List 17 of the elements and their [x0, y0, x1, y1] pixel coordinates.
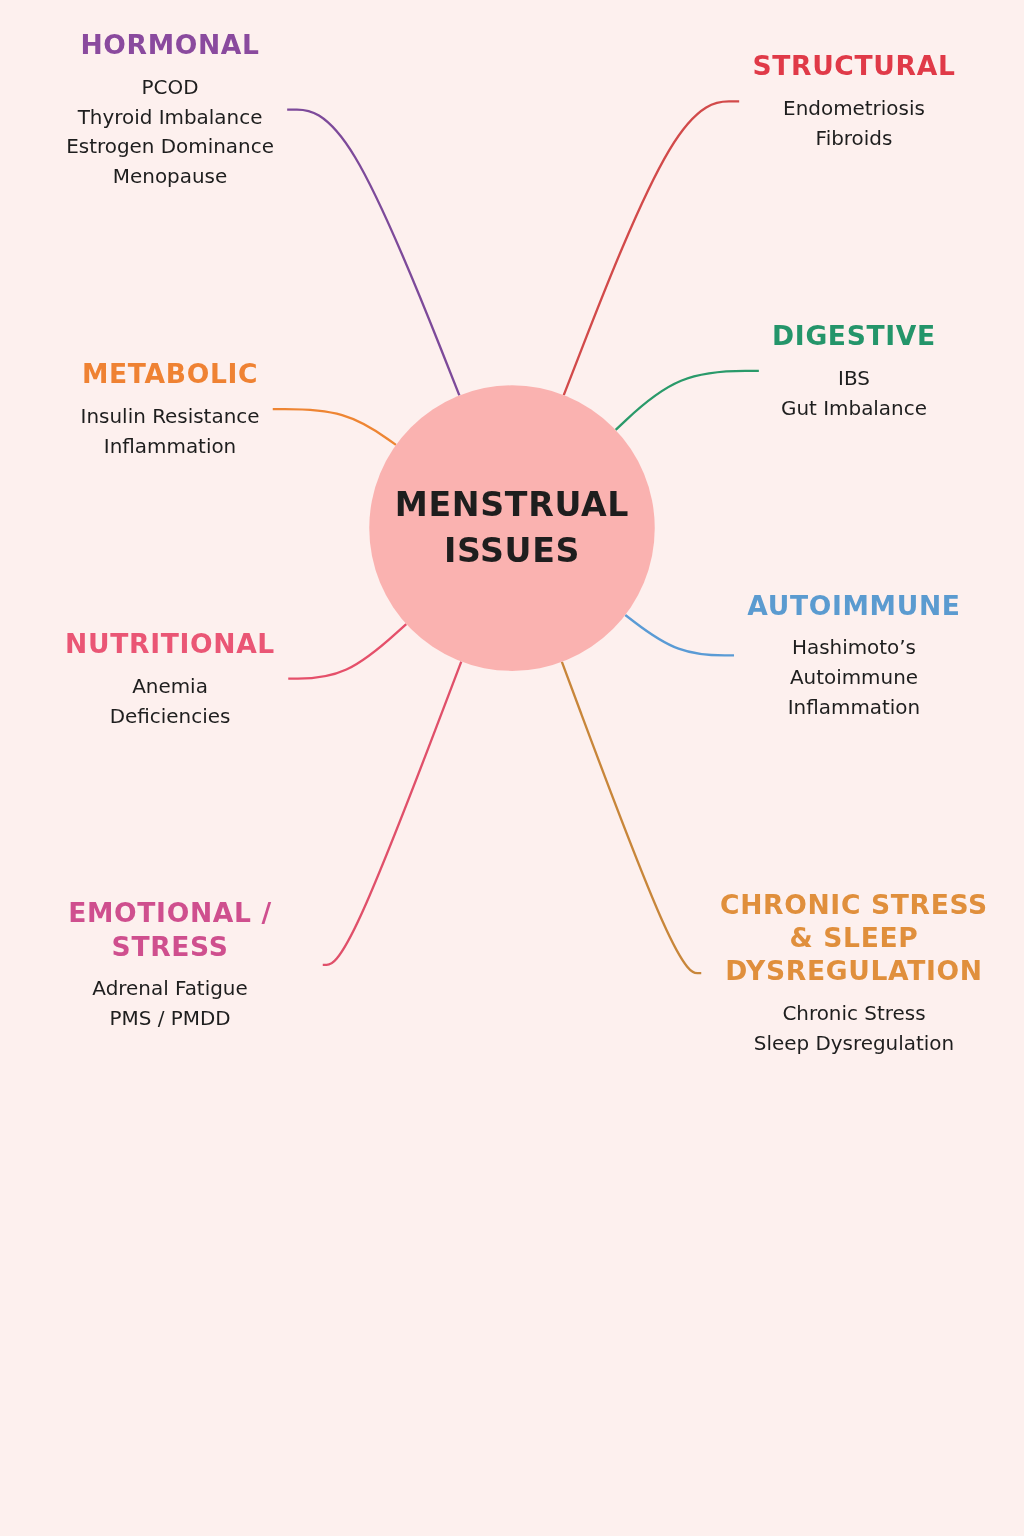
node-text: NUTRITIONAL Anemia Deficiencies — [65, 628, 275, 728]
node-text: AUTOIMMUNE Hashimoto’s Autoimmune Inflammation — [747, 590, 961, 719]
node-text: METABOLIC Insulin Resistance Inflammation — [80, 358, 260, 458]
node-text: EMOTIONAL / STRESS Adrenal Fatigue PMS / PMDD — [68, 897, 272, 1030]
node-text: STRUCTURAL Endometriosis Fibroids — [752, 50, 956, 150]
node-circle: MENSTRUAL ISSUES — [369, 385, 655, 671]
node-text: HORMONAL PCOD Thyroid Imbalance Estrogen Dominance Menopause — [66, 29, 274, 188]
connector — [272, 407, 397, 446]
connector — [560, 661, 702, 975]
connector — [288, 623, 408, 680]
connector — [614, 369, 759, 431]
node-text: CHRONIC STRESS & SLEEP DYSREGULATION Chronic Stress Sleep Dysregulation — [720, 889, 988, 1055]
connector — [322, 661, 463, 966]
connector — [287, 108, 461, 396]
connector — [624, 614, 734, 657]
connector — [562, 100, 740, 396]
node-text: DIGESTIVE IBS Gut Imbalance — [772, 320, 936, 420]
